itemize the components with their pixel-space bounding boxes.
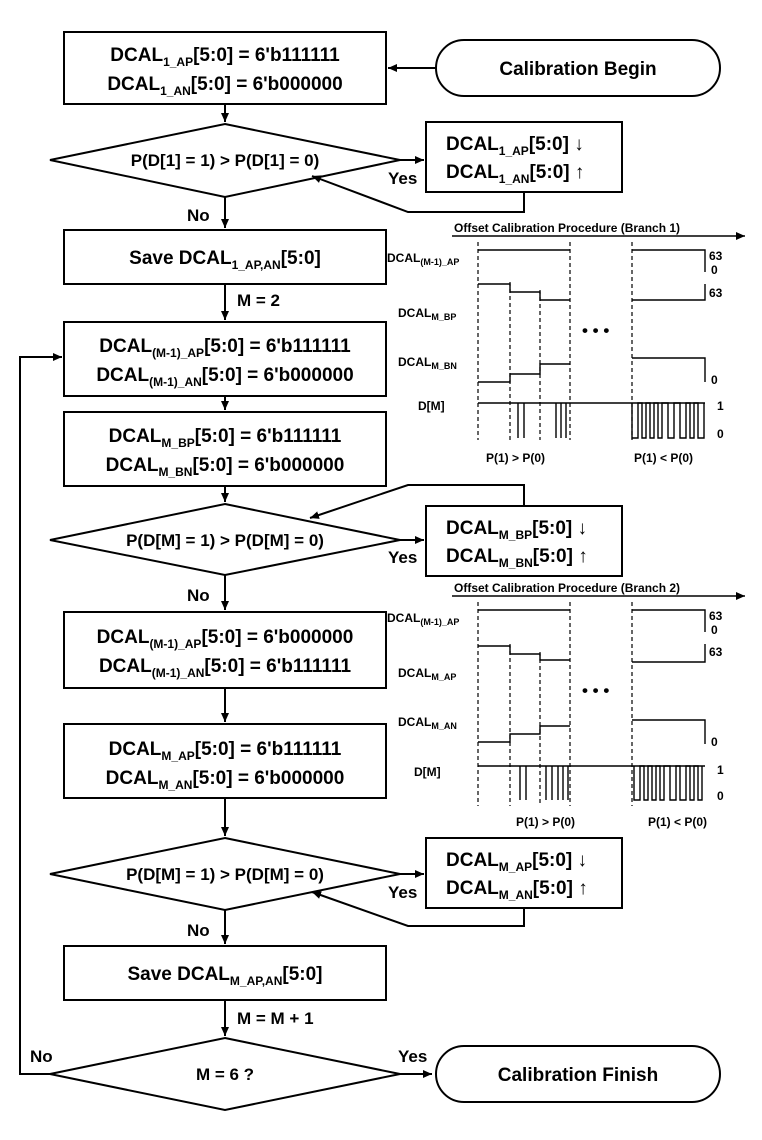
dec3-yes-label: Yes bbox=[388, 883, 417, 902]
branch2-val1: 1 bbox=[717, 763, 724, 777]
branch2-ellipsis: • • • bbox=[582, 681, 609, 700]
init-b-box bbox=[63, 411, 387, 487]
branch2-sig3-label: DCALM_AN bbox=[398, 715, 457, 731]
set-prev1-box bbox=[63, 321, 387, 397]
branch2-val63b: 63 bbox=[709, 645, 723, 659]
branch1-ellipsis: • • • bbox=[582, 321, 609, 340]
adjust2-line2: DCALM_BN[5:0] ↑ bbox=[446, 546, 588, 570]
branch1-trace3 bbox=[478, 363, 570, 383]
decision1-label: P(D[1] = 1) > P(D[1] = 0) bbox=[131, 151, 319, 170]
decision3-label: P(D[M] = 1) > P(D[M] = 0) bbox=[126, 865, 324, 884]
branch2-title: Offset Calibration Procedure (Branch 2) bbox=[454, 581, 680, 595]
adjust3-line2: DCALM_AN[5:0] ↑ bbox=[446, 878, 588, 902]
decision2-label: P(D[M] = 1) > P(D[M] = 0) bbox=[126, 531, 324, 550]
branch2-cond1: P(1) > P(0) bbox=[516, 815, 575, 829]
branch2-trace2 bbox=[478, 645, 570, 661]
adjust1-box bbox=[425, 121, 623, 193]
branch1-val1: 1 bbox=[717, 399, 724, 413]
init-a-line2: DCALM_AN[5:0] = 6'b000000 bbox=[106, 768, 345, 792]
init-b-line1: DCALM_BP[5:0] = 6'b111111 bbox=[109, 426, 342, 450]
branch2-trace4-osc bbox=[633, 765, 703, 801]
adjust2-box bbox=[425, 505, 623, 577]
dec2-no-label: No bbox=[187, 586, 210, 605]
branch1-trace4-pulses bbox=[517, 403, 567, 438]
branch1-sig2-label: DCALM_BP bbox=[398, 306, 456, 322]
branch2-cond2: P(1) < P(0) bbox=[648, 815, 707, 829]
save2-label: Save DCALM_AP,AN[5:0] bbox=[127, 964, 322, 988]
branch1-sig3-label: DCALM_BN bbox=[398, 355, 457, 371]
adj2-feedback-line bbox=[309, 484, 525, 519]
branch2-sig2-label: DCALM_AP bbox=[398, 666, 456, 682]
branch2-trace1b bbox=[632, 609, 706, 632]
save1-label: Save DCAL1_AP,AN[5:0] bbox=[129, 248, 321, 272]
dec1-yes-label: Yes bbox=[388, 169, 417, 188]
set-prev2-line1: DCAL(M-1)_AP[5:0] = 6'b000000 bbox=[97, 627, 354, 651]
dec2-yes-label: Yes bbox=[388, 548, 417, 567]
init1-line2: DCAL1_AN[5:0] = 6'b000000 bbox=[107, 74, 342, 98]
branch1-trace3b bbox=[632, 357, 706, 382]
dec3-no-label: No bbox=[187, 921, 210, 940]
branch2-sig1-label: DCAL(M-1)_AP bbox=[387, 611, 459, 627]
branch1-cond1: P(1) > P(0) bbox=[486, 451, 545, 465]
branch1-trace1b bbox=[632, 249, 706, 272]
m-eq-2-label: M = 2 bbox=[237, 291, 280, 310]
branch2-val0c: 0 bbox=[717, 789, 724, 803]
adjust2-line1: DCALM_BP[5:0] ↓ bbox=[446, 518, 587, 542]
adjust3-box bbox=[425, 837, 623, 909]
init-b-line2: DCALM_BN[5:0] = 6'b000000 bbox=[106, 455, 345, 479]
dec4-no-loop-line bbox=[19, 353, 62, 1075]
init1-line1: DCAL1_AP[5:0] = 6'b111111 bbox=[110, 45, 340, 69]
branch1-trace2b bbox=[632, 284, 706, 301]
branch1-sig1-label: DCAL(M-1)_AP bbox=[387, 251, 459, 267]
branch1-trace2 bbox=[478, 283, 570, 301]
init1-box bbox=[63, 31, 387, 105]
branch2-sig4-label: D[M] bbox=[414, 765, 441, 779]
decision4-label: M = 6 ? bbox=[196, 1065, 254, 1084]
branch1-cond2: P(1) < P(0) bbox=[634, 451, 693, 465]
set-prev1-line2: DCAL(M-1)_AN[5:0] = 6'b000000 bbox=[96, 365, 353, 389]
branch1-val0c: 0 bbox=[717, 427, 724, 441]
set-prev1-line1: DCAL(M-1)_AP[5:0] = 6'b111111 bbox=[99, 336, 351, 360]
branch1-timing-diagram: Offset Calibration Procedure (Branch 1) … bbox=[387, 221, 745, 465]
adjust3-line1: DCALM_AP[5:0] ↓ bbox=[446, 850, 587, 874]
branch2-timing-diagram: Offset Calibration Procedure (Branch 2) … bbox=[387, 581, 745, 829]
dec4-no-label: No bbox=[30, 1047, 53, 1066]
adjust1-line1: DCAL1_AP[5:0] ↓ bbox=[446, 134, 584, 158]
branch2-trace3b bbox=[632, 719, 706, 744]
branch1-title: Offset Calibration Procedure (Branch 1) bbox=[454, 221, 680, 235]
branch1-val63a: 63 bbox=[709, 249, 723, 263]
branch1-val0b: 0 bbox=[711, 373, 718, 387]
branch2-val0b: 0 bbox=[711, 735, 718, 749]
branch2-val63a: 63 bbox=[709, 609, 723, 623]
save1-box bbox=[63, 229, 387, 285]
branch1-trace4-osc bbox=[631, 402, 705, 439]
decision4-diamond bbox=[49, 1036, 401, 1112]
dec1-no-label: No bbox=[187, 206, 210, 225]
calibration-finish-label: Calibration Finish bbox=[498, 1065, 658, 1086]
adjust1-line2: DCAL1_AN[5:0] ↑ bbox=[446, 162, 584, 186]
set-prev2-line2: DCAL(M-1)_AN[5:0] = 6'b111111 bbox=[99, 656, 352, 680]
branch2-trace4-pulses bbox=[519, 766, 569, 800]
adj1-feedback-line bbox=[311, 175, 525, 213]
init-a-line1: DCALM_AP[5:0] = 6'b111111 bbox=[109, 739, 342, 763]
adj3-feedback-line bbox=[311, 891, 525, 927]
dec4-yes-label: Yes bbox=[398, 1047, 427, 1066]
branch1-sig4-label: D[M] bbox=[418, 399, 445, 413]
branch2-val0a: 0 bbox=[711, 623, 718, 637]
m-inc-label: M = M + 1 bbox=[237, 1009, 314, 1028]
branch1-val0a: 0 bbox=[711, 263, 718, 277]
calibration-begin-label: Calibration Begin bbox=[499, 59, 656, 80]
init-a-box bbox=[63, 723, 387, 799]
branch1-val63b: 63 bbox=[709, 286, 723, 300]
branch2-trace3 bbox=[478, 725, 570, 743]
save2-box bbox=[63, 945, 387, 1001]
branch2-trace2b bbox=[632, 644, 706, 663]
calibration-finish-terminal bbox=[435, 1045, 721, 1103]
